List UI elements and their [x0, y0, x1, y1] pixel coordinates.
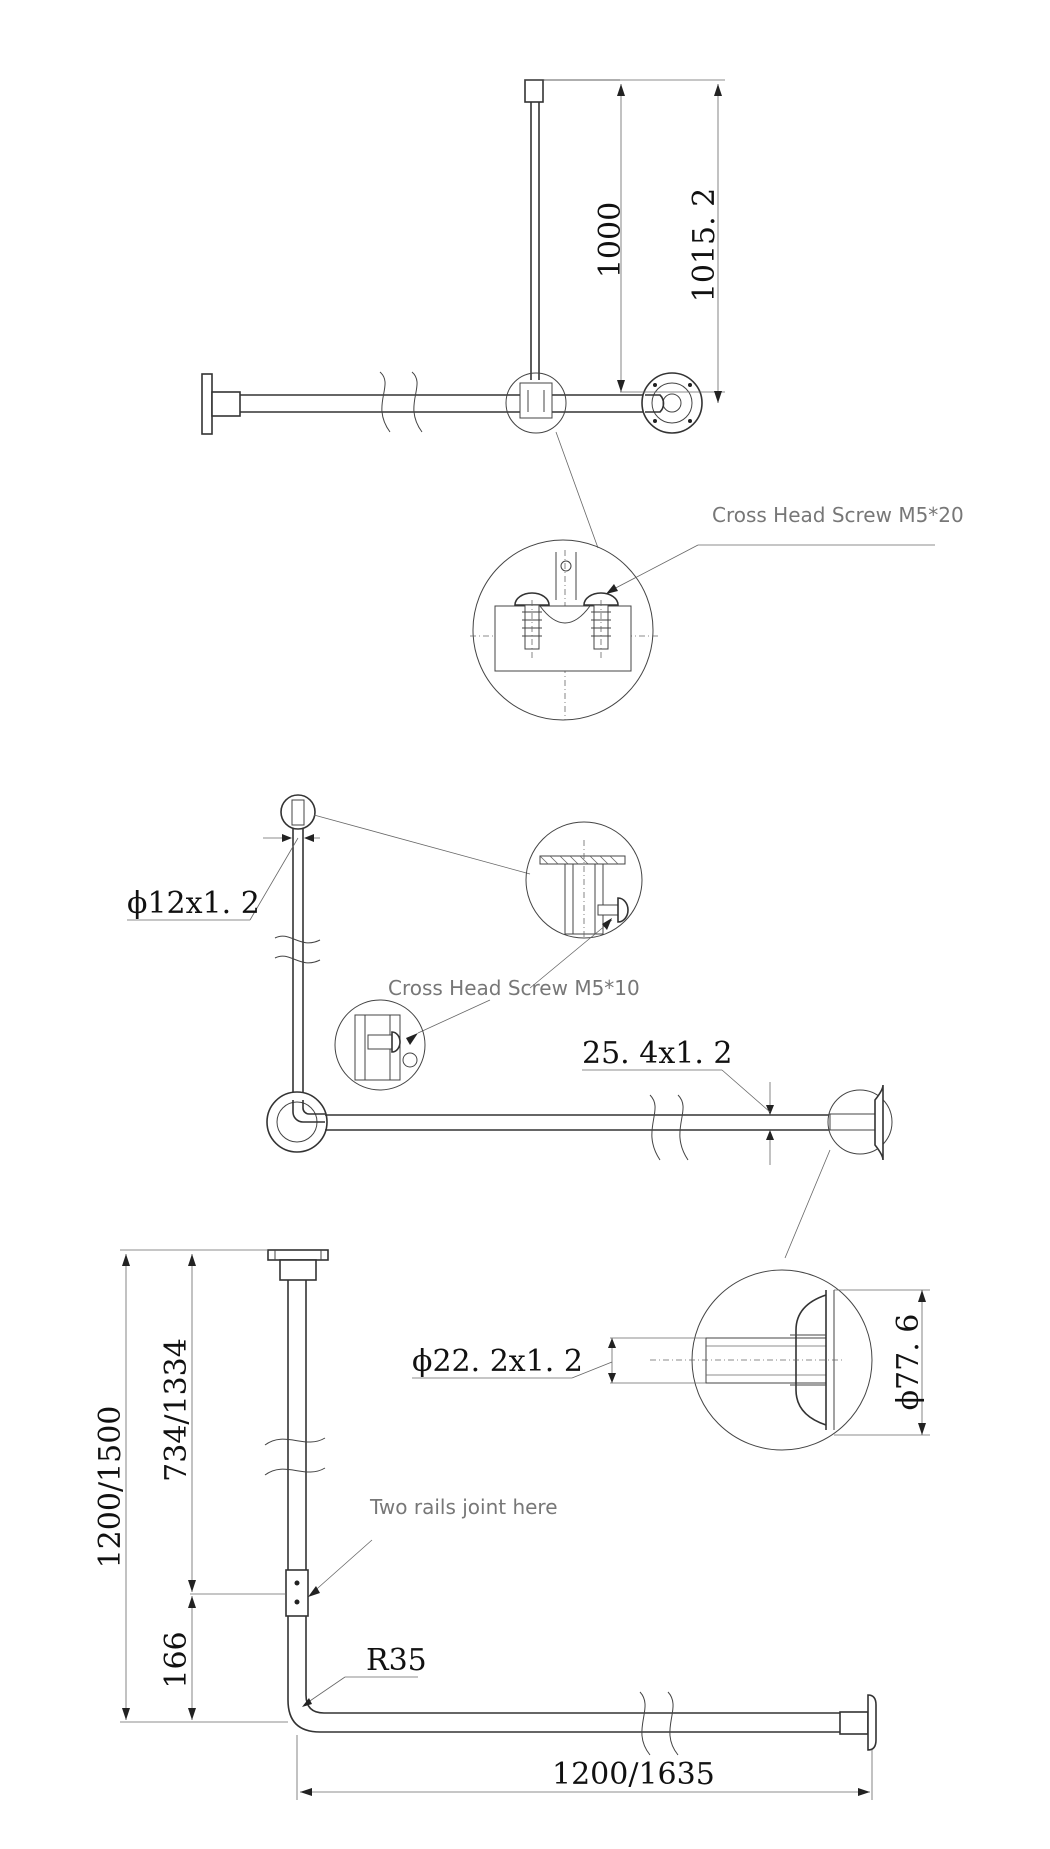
dia-77-6-label: ϕ77. 6 — [891, 1314, 926, 1411]
dim-1200-1500-label: 1200/1500 — [93, 1406, 128, 1569]
rail-joint — [285, 1569, 309, 1617]
screw-m5-10-label: Cross Head Screw M5*10 — [388, 976, 640, 1000]
corner-flange-top — [641, 372, 703, 434]
dim-734-1334-label: 734/1334 — [159, 1338, 194, 1482]
screw-right — [583, 592, 619, 660]
screw-left — [514, 592, 550, 660]
ceiling-flange-bottom — [267, 1249, 329, 1261]
middle-view: ϕ12x1. 2 Cross Head Screw M5*10 — [127, 794, 893, 1259]
top-view: 1000 1015. 2 Cr — [201, 79, 964, 721]
dia-12-label: ϕ12x1. 2 — [127, 886, 260, 921]
ceiling-mount-top — [524, 79, 544, 103]
dim-1200-1635-label: 1200/1635 — [552, 1757, 715, 1792]
bottom-view: ϕ77. 6 ϕ22. 2x1. 2 — [93, 1249, 930, 1800]
joint-detail-circle — [505, 372, 567, 434]
corner-flange-middle — [266, 1091, 328, 1153]
dim-166-label: 166 — [159, 1631, 194, 1688]
joint-label: Two rails joint here — [369, 1495, 558, 1519]
radius-label: R35 — [366, 1643, 427, 1678]
detail-circle-top-mount — [525, 821, 643, 939]
end-flange-bottom — [839, 1711, 869, 1735]
dia-22-2-label: ϕ22. 2x1. 2 — [412, 1344, 583, 1379]
left-wall-flange — [201, 373, 213, 435]
dim-1000-label: 1000 — [593, 202, 628, 278]
dim-25-4-label: 25. 4x1. 2 — [582, 1036, 733, 1071]
dim-1015-label: 1015. 2 — [687, 188, 722, 303]
detail-circle-screw-m5-20 — [472, 539, 654, 721]
screw-m5-20-label: Cross Head Screw M5*20 — [712, 503, 964, 527]
detail-circle-corner — [334, 999, 426, 1091]
